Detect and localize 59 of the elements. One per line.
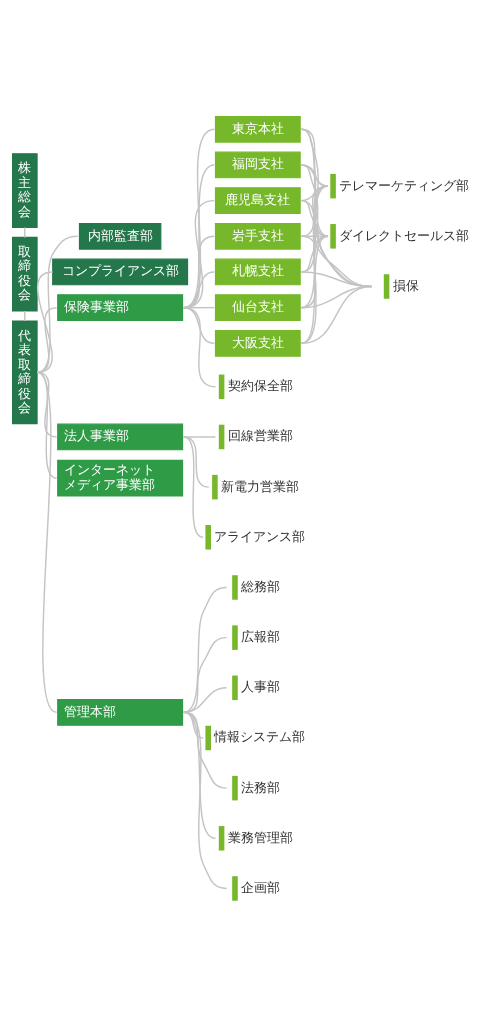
node-box: 東京本社 — [214, 115, 301, 143]
node-label: 人事部 — [241, 678, 281, 694]
node-box: 仙台支社 — [214, 293, 301, 321]
node-box: 福岡支社 — [214, 151, 301, 178]
node-box: 保険事業部 — [57, 293, 184, 321]
node-box: 大阪支社 — [214, 329, 301, 357]
node-label: 新電力営業部 — [221, 478, 300, 494]
node-box: 株主総会 — [12, 152, 38, 228]
node-box — [330, 223, 336, 249]
node-box: 取締役会 — [12, 236, 38, 312]
node-box: 岩手支社 — [214, 222, 301, 250]
node-box — [218, 424, 225, 449]
connector — [300, 184, 329, 308]
connector — [24, 226, 26, 238]
node-label: 法務部 — [241, 779, 281, 795]
node-label: ダイレクトセールス部 — [339, 227, 470, 243]
connector — [300, 285, 373, 344]
connector — [36, 270, 54, 373]
node-box — [232, 875, 238, 901]
connector — [36, 235, 79, 373]
node-label: 契約保全部 — [227, 377, 293, 393]
node-box — [232, 624, 238, 650]
node-box: 代表取締役会 — [12, 319, 38, 424]
node-box — [205, 524, 211, 550]
node-label: 総務部 — [241, 578, 281, 594]
node-box — [205, 725, 211, 750]
connector — [24, 309, 26, 322]
node-box: 札幌支社 — [214, 258, 301, 285]
node-label: 情報システム部 — [214, 728, 306, 744]
node-box — [232, 675, 238, 700]
node-box — [232, 574, 238, 600]
node-label: 企画部 — [241, 879, 281, 895]
node-box — [212, 474, 218, 499]
connector — [182, 586, 228, 713]
connector — [300, 128, 329, 237]
connector — [300, 184, 329, 344]
node-label: アライアンス部 — [214, 528, 306, 544]
connector — [36, 371, 58, 713]
connector — [182, 636, 228, 713]
node-box — [218, 825, 225, 851]
connector — [182, 686, 228, 713]
node-label: 損保 — [392, 277, 419, 293]
node-box: 法人事業部 — [57, 423, 184, 450]
node-box: 管理本部 — [57, 698, 184, 726]
node-box: 鹿児島支社 — [214, 186, 301, 214]
connector — [182, 711, 228, 889]
connector — [182, 435, 204, 538]
node-box — [330, 173, 336, 198]
node-label: 業務管理部 — [227, 829, 293, 845]
node-label: 回線営業部 — [227, 427, 293, 443]
node-box — [232, 775, 238, 800]
node-label: 広報部 — [241, 628, 281, 644]
node-box — [383, 273, 390, 299]
node-box: インターネットメディア事業部 — [57, 459, 184, 497]
node-box: 内部監査部 — [78, 222, 162, 250]
node-box — [218, 374, 225, 399]
connector — [182, 306, 217, 388]
node-box: コンプライアンス部 — [52, 258, 189, 285]
node-label: テレマーケティング部 — [339, 177, 470, 193]
